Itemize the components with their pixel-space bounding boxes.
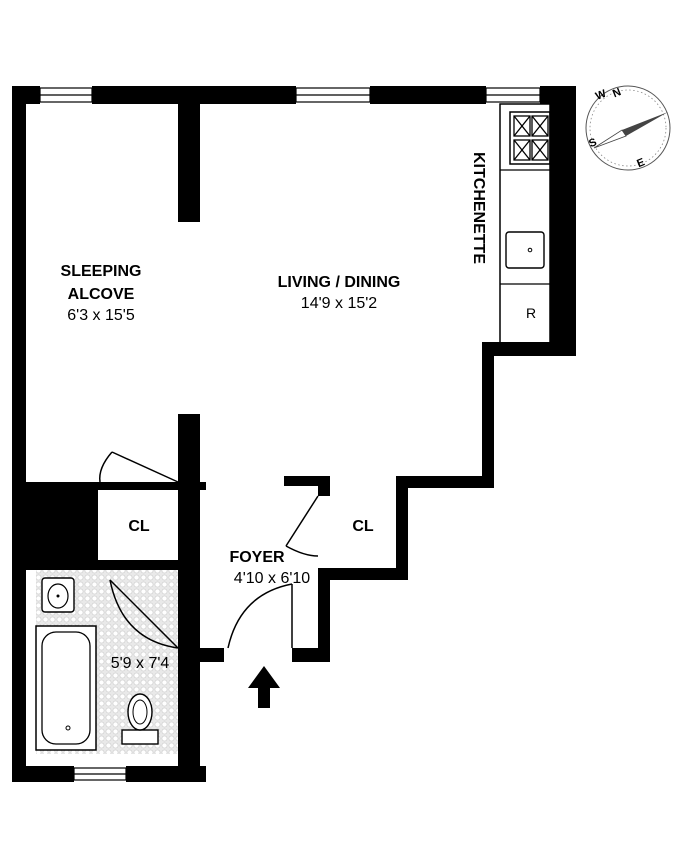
refrigerator-label: R bbox=[526, 305, 536, 321]
compass-w: W bbox=[594, 87, 609, 102]
compass-e: E bbox=[635, 156, 646, 170]
toilet-tank bbox=[121, 729, 159, 745]
kitchenette: R KITCHENETTE bbox=[470, 103, 551, 345]
foyer-dims: 4'10 x 6'10 bbox=[234, 570, 310, 587]
sleeping-alcove-label-line1: SLEEPING bbox=[61, 263, 142, 280]
compass-s: S bbox=[587, 136, 598, 150]
stove-burners bbox=[513, 115, 549, 161]
bath-dims: 5'9 x 7'4 bbox=[111, 655, 170, 672]
bath-fixtures bbox=[35, 577, 159, 751]
doors bbox=[99, 451, 319, 649]
kitchen-sink bbox=[505, 231, 545, 269]
entry-arrow-icon bbox=[248, 666, 280, 708]
sleeping-alcove-dims: 6'3 x 15'5 bbox=[67, 307, 135, 324]
closet-left-label: CL bbox=[128, 518, 150, 535]
living-dining-label: LIVING / DINING bbox=[278, 274, 401, 291]
bathtub bbox=[35, 625, 97, 751]
stove bbox=[509, 111, 551, 165]
living-dining-dims: 14'9 x 15'2 bbox=[301, 295, 377, 312]
closet-right-label: CL bbox=[352, 518, 374, 535]
windows bbox=[39, 87, 541, 781]
foyer-label: FOYER bbox=[229, 549, 285, 566]
kitchenette-label: KITCHENETTE bbox=[470, 152, 487, 264]
sleeping-alcove-label-line2: ALCOVE bbox=[68, 286, 135, 303]
compass-icon: N W S E bbox=[585, 85, 671, 171]
toilet-bowl bbox=[127, 693, 153, 731]
compass-n: N bbox=[611, 86, 623, 100]
walls bbox=[12, 86, 576, 782]
